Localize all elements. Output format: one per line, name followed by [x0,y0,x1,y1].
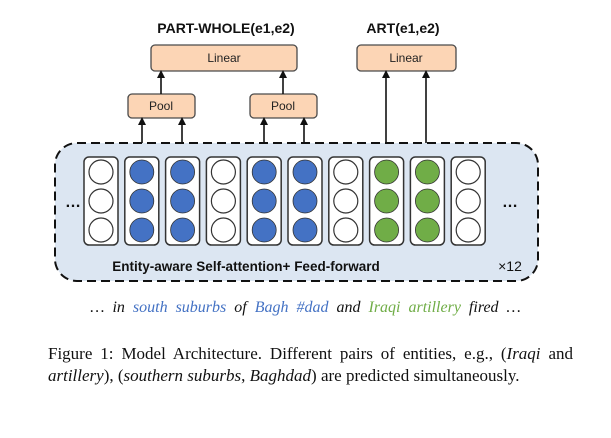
hidden-unit [455,159,481,185]
entity-hidden-unit [292,159,318,185]
sentence-token: #dad [296,299,329,316]
sentence-token: fired [468,299,499,316]
linear-label-left: Linear [207,51,240,65]
hidden-unit [88,188,114,214]
entity-hidden-unit [170,188,196,214]
token-column [205,156,242,246]
token-column [450,156,486,246]
token-columns [83,156,486,246]
entity-hidden-unit [251,159,277,185]
entity-hidden-unit [170,217,196,243]
entity-hidden-unit [129,188,155,214]
input-sentence: … in south suburbs of Bagh #dad and Iraq… [0,299,611,317]
model-architecture-diagram: PART-WHOLE(e1,e2) ART(e1,e2) Linear Line… [54,20,539,282]
entity-hidden-unit [292,217,318,243]
sentence-token: … [506,299,521,316]
entity-hidden-unit [374,217,400,243]
part-whole-label: PART-WHOLE(e1,e2) [157,20,294,36]
hidden-unit [88,159,114,185]
token-column [368,156,405,246]
sentence-token: Bagh [254,299,289,316]
token-column [287,156,323,246]
ellipsis-left: … [65,194,81,211]
sentence-token: in [112,299,125,316]
caption-part2: and [540,344,573,363]
hidden-unit [455,188,481,214]
linear-box-left: Linear [150,44,298,72]
sentence-token: and [336,299,361,316]
sentence-token: of [234,299,247,316]
hidden-unit [210,188,236,214]
hidden-unit [333,217,359,243]
entity-hidden-unit [374,188,400,214]
encoder-label: Entity-aware Self-attention+ Feed-forwar… [112,259,379,274]
pool-label-left: Pool [149,99,173,113]
sentence-token: south [132,299,168,316]
token-column [83,156,119,246]
token-column [124,156,160,246]
entity-hidden-unit [129,159,155,185]
caption-iraqi: Iraqi [506,344,541,363]
sentence-token: suburbs [175,299,227,316]
caption-part5: ) are predicted simultaneously. [311,366,520,385]
hidden-unit [210,159,236,185]
hidden-unit [333,159,359,185]
pool-box-left: Pool [127,93,196,119]
figure-caption: Figure 1: Model Architecture. Different … [48,343,573,387]
hidden-unit [333,188,359,214]
entity-hidden-unit [251,188,277,214]
linear-box-right: Linear [356,44,457,72]
token-column [328,156,364,246]
entity-hidden-unit [374,159,400,185]
token-column [246,156,282,246]
linear-label-right: Linear [389,51,422,65]
hidden-unit [455,217,481,243]
caption-baghdad: Baghdad [249,366,312,385]
entity-hidden-unit [414,159,440,185]
art-label: ART(e1,e2) [366,20,439,36]
caption-part4: , [241,366,250,385]
entity-hidden-unit [292,188,318,214]
entity-hidden-unit [414,217,440,243]
hidden-unit [210,217,236,243]
caption-part3: ), ( [103,366,124,385]
caption-southern-suburbs: southern suburbs [123,366,242,385]
entity-hidden-unit [251,217,277,243]
pool-box-right: Pool [249,93,318,119]
ellipsis-right: … [502,194,518,211]
sentence-token: artillery [408,299,461,316]
token-column [409,156,446,246]
caption-artillery: artillery [48,366,104,385]
token-column [164,156,201,246]
sentence-token: … [90,299,105,316]
caption-part1: Figure 1: Model Architecture. Different … [48,344,507,363]
hidden-unit [88,217,114,243]
repeat-count: ×12 [498,258,522,274]
sentence-token: Iraqi [368,299,401,316]
pool-label-right: Pool [271,99,295,113]
entity-hidden-unit [129,217,155,243]
entity-hidden-unit [414,188,440,214]
entity-hidden-unit [170,159,196,185]
